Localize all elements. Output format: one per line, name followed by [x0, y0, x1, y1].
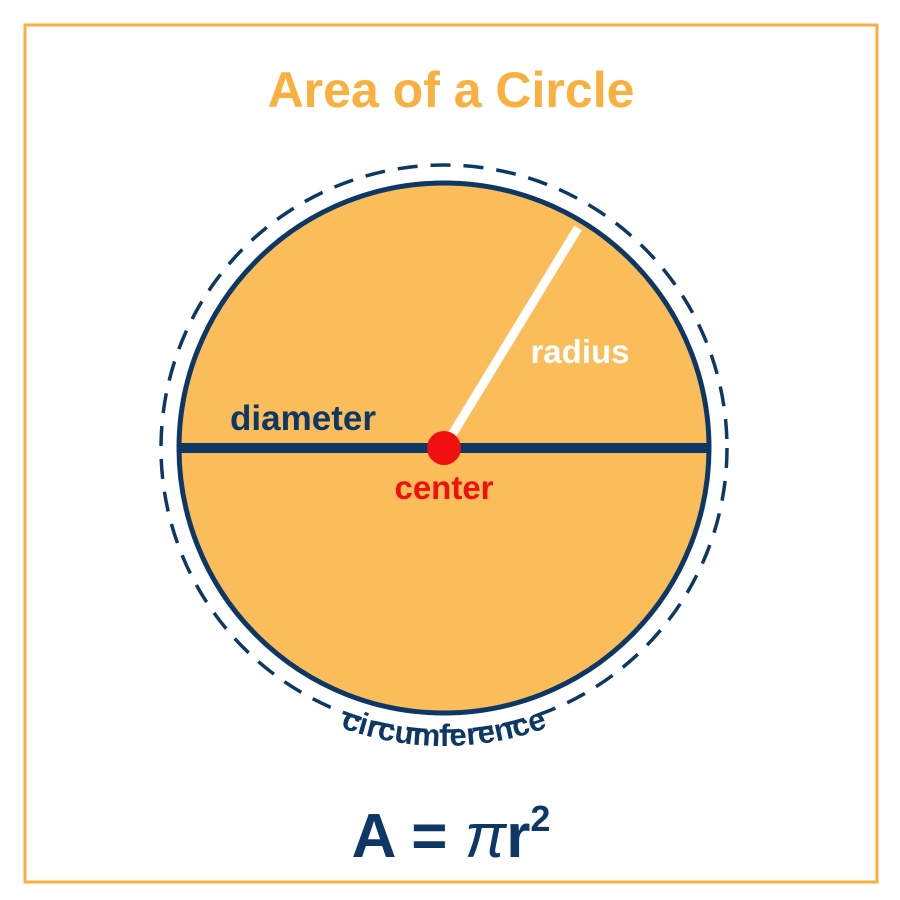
- formula-r: r: [506, 802, 530, 871]
- center-point: [427, 431, 461, 465]
- circumference-dashed-circle: [159, 163, 729, 733]
- center-label: center: [394, 469, 493, 506]
- radius-label: radius: [530, 333, 629, 370]
- formula-pi: π: [465, 802, 508, 871]
- radius-line: [440, 225, 582, 451]
- diameter-label: diameter: [230, 399, 376, 438]
- diagram-title: Area of a Circle: [268, 62, 635, 118]
- formula-lhs: A =: [352, 802, 465, 871]
- area-formula: A = πr2: [352, 798, 551, 871]
- frame-border: [23, 23, 879, 884]
- formula-exponent: 2: [530, 798, 550, 839]
